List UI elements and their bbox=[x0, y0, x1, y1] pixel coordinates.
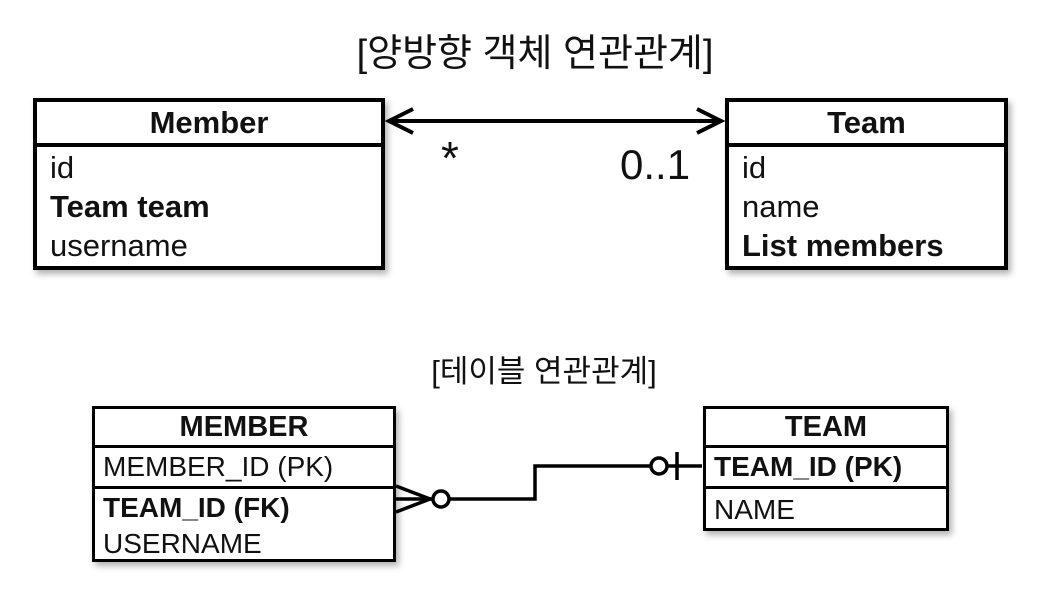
team-table-box: TEAM TEAM_ID (PK) NAME bbox=[703, 406, 949, 531]
member-field-id: id bbox=[50, 150, 75, 185]
member-table-name: MEMBER bbox=[95, 409, 393, 448]
team-field-name: name bbox=[742, 189, 820, 224]
team-class-name: Team bbox=[729, 102, 1004, 147]
team-class-box: Team id name List members bbox=[725, 98, 1008, 270]
team-table-name: TEAM bbox=[706, 409, 946, 448]
right-arrowhead-icon bbox=[696, 107, 726, 135]
zero-or-one-circle-icon bbox=[649, 456, 669, 476]
member-table-compartment: TEAM_ID (FK) USERNAME bbox=[95, 489, 393, 562]
member-multiplicity-label: * bbox=[441, 132, 459, 184]
relationship-connector bbox=[395, 452, 702, 514]
member-table-col-username: USERNAME bbox=[103, 528, 262, 559]
connector-line bbox=[449, 464, 651, 501]
object-association-title: [양방향 객체 연관관계] bbox=[356, 33, 714, 75]
team-table-col-team-id: TEAM_ID (PK) bbox=[706, 448, 946, 489]
member-class-name: Member bbox=[37, 102, 381, 147]
team-field-id: id bbox=[742, 150, 767, 185]
team-field-members: List members bbox=[742, 228, 944, 263]
left-arrowhead-icon bbox=[384, 107, 414, 135]
crowsfoot-many-icon bbox=[395, 484, 435, 514]
team-class-fields: id name List members bbox=[729, 147, 1004, 265]
member-field-team: Team team bbox=[50, 189, 210, 224]
member-table-box: MEMBER MEMBER_ID (PK) TEAM_ID (FK) USERN… bbox=[92, 406, 396, 562]
table-association-title: [테이블 연관관계] bbox=[431, 354, 657, 389]
member-table-col-team-id: TEAM_ID (FK) bbox=[103, 492, 290, 523]
member-class-box: Member id Team team username bbox=[33, 98, 385, 270]
member-class-fields: id Team team username bbox=[37, 147, 381, 265]
member-table-col-member-id: MEMBER_ID (PK) bbox=[95, 448, 393, 489]
member-field-username: username bbox=[50, 228, 188, 263]
team-table-col-name: NAME bbox=[714, 493, 795, 525]
bidirectional-arrow bbox=[384, 107, 726, 135]
team-multiplicity-label: 0..1 bbox=[620, 141, 691, 188]
zero-or-many-circle-icon bbox=[431, 489, 451, 509]
